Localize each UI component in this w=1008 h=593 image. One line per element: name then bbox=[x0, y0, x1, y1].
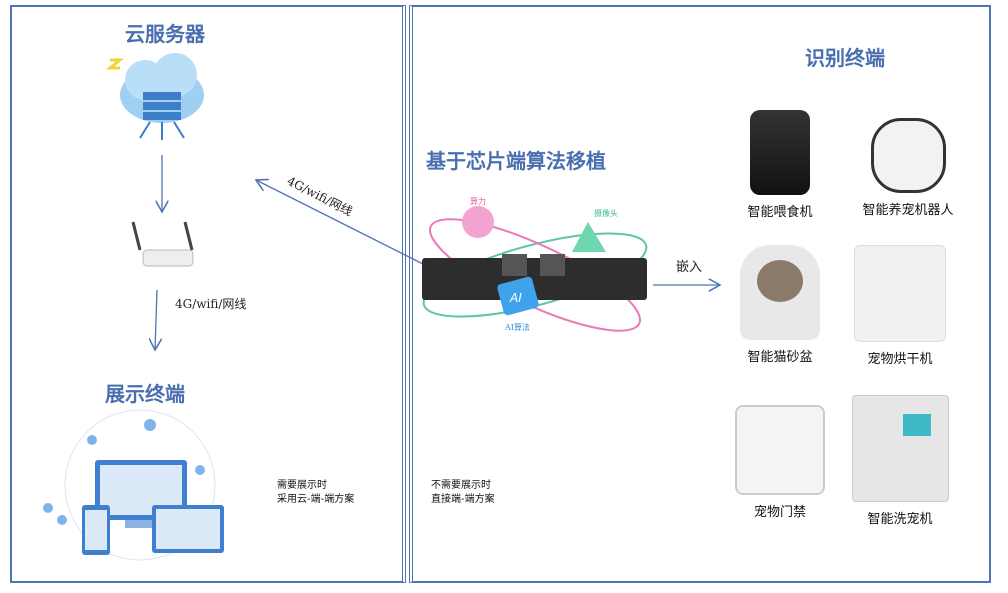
chip-to-cloud-arrow bbox=[256, 180, 426, 266]
terminal-label: 宠物门禁 bbox=[753, 505, 806, 520]
right-panel bbox=[409, 5, 991, 583]
terminal-robot: 智能养宠机器人 bbox=[848, 110, 968, 218]
chip-label-ai: AI算法 bbox=[505, 323, 530, 332]
left-panel bbox=[10, 5, 406, 583]
ai-badge: AI bbox=[509, 291, 522, 305]
direct-scheme-note: 不需要展示时直接端-端方案 bbox=[431, 479, 495, 507]
dryer-image bbox=[854, 245, 946, 342]
recognition-terminal-title: 识别终端 bbox=[805, 46, 885, 70]
link-label-router-display: 4G/wifi/网线 bbox=[175, 297, 247, 311]
terminal-litter-box: 智能猫砂盆 bbox=[725, 245, 835, 365]
display-terminal-title: 展示终端 bbox=[105, 382, 185, 406]
chip-board-image: AI bbox=[422, 206, 648, 332]
cloud-scheme-note: 需要展示时采用云-端-端方案 bbox=[277, 479, 354, 507]
robot-image bbox=[870, 118, 946, 193]
terminal-label: 宠物烘干机 bbox=[867, 352, 933, 367]
chip-label-compute: 算力 bbox=[470, 197, 486, 206]
chip-title: 基于芯片端算法移植 bbox=[426, 149, 606, 173]
pet-door-image bbox=[735, 405, 825, 495]
terminal-feeder: 智能喂食机 bbox=[725, 110, 835, 220]
pet-washer-image bbox=[851, 395, 949, 502]
terminal-label: 智能养宠机器人 bbox=[862, 203, 954, 218]
terminal-pet-door: 宠物门禁 bbox=[725, 405, 835, 520]
terminal-dryer: 宠物烘干机 bbox=[845, 245, 955, 367]
embed-label: 嵌入 bbox=[676, 260, 703, 275]
note-line: 采用云-端-端方案 bbox=[277, 494, 355, 505]
router-to-display-arrow bbox=[155, 289, 157, 350]
cloud-server-title: 云服务器 bbox=[125, 22, 205, 46]
router-icon bbox=[131, 221, 194, 267]
note-line: 需要展示时 bbox=[277, 480, 327, 491]
note-line: 不需要展示时 bbox=[431, 480, 491, 491]
terminal-label: 智能猫砂盆 bbox=[747, 350, 813, 365]
chip-label-camera: 摄像头 bbox=[594, 209, 618, 218]
terminal-label: 智能喂食机 bbox=[747, 205, 813, 220]
feeder-image bbox=[750, 110, 810, 195]
note-line: 直接端-端方案 bbox=[431, 494, 495, 505]
terminal-pet-washer: 智能洗宠机 bbox=[845, 395, 955, 527]
cloud-server-icon bbox=[105, 53, 204, 140]
display-devices-icon bbox=[43, 409, 224, 561]
terminal-label: 智能洗宠机 bbox=[867, 512, 933, 527]
litter-box-image bbox=[740, 245, 820, 340]
